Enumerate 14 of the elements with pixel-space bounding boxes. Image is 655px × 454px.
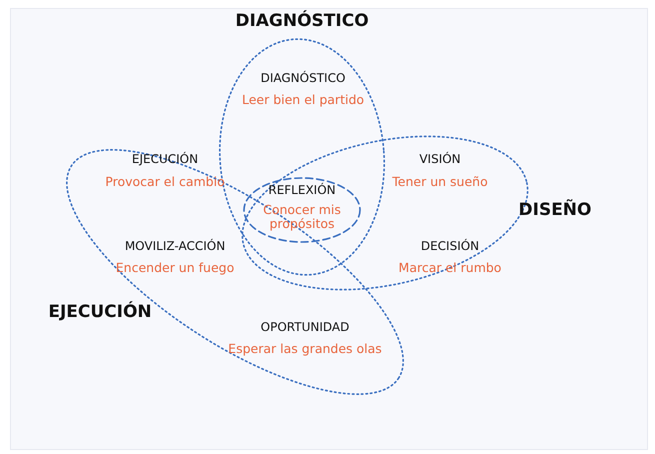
set-title: REFLEXIÓN <box>268 184 336 198</box>
subtitle-text: Encender un fuego <box>116 261 234 276</box>
subtitle-text: Leer bien el partido <box>242 93 364 108</box>
set-title: DIAGNÓSTICO <box>235 12 369 32</box>
heading-text: DIAGNÓSTICO <box>260 72 346 86</box>
heading-text: MOVILIZ-ACCIÓN <box>124 240 226 254</box>
heading-text: OPORTUNIDAD <box>260 321 350 335</box>
subtitle-text: Esperar las grandes olas <box>228 342 382 356</box>
heading-text: VISIÓN <box>419 153 461 167</box>
subtitle-text: Provocar el cambio <box>105 175 225 190</box>
set-title: EJECUCIÓN <box>48 303 152 323</box>
heading-text: DECISIÓN <box>420 240 480 254</box>
set-title: DISEÑO <box>518 201 592 221</box>
subtitle-text: Tener un sueño <box>392 175 488 190</box>
